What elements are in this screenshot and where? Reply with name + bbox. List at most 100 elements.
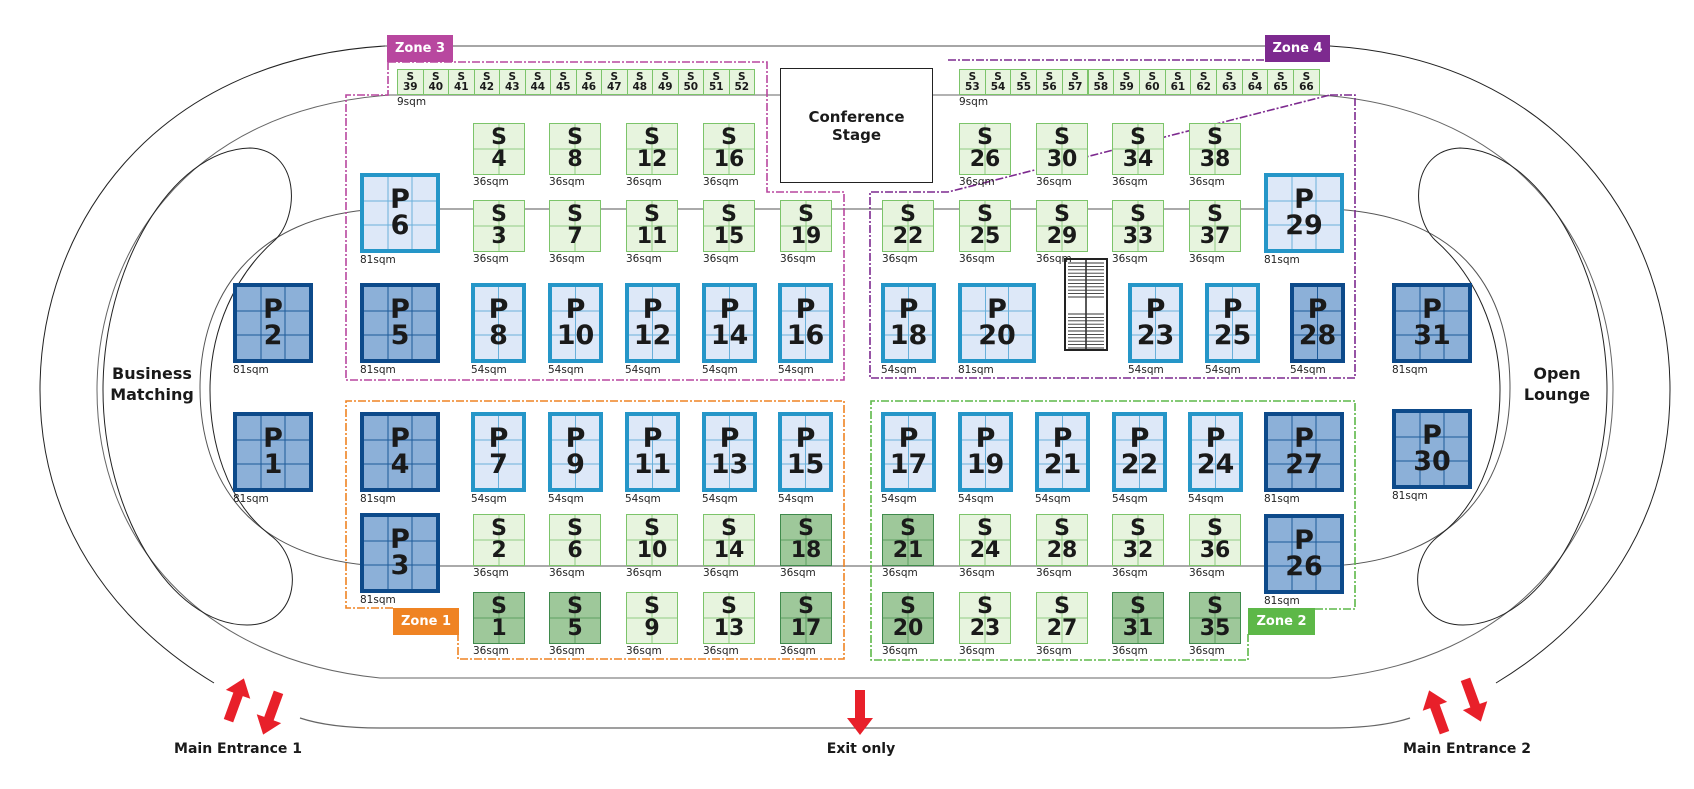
booth-number: 7: [489, 449, 508, 480]
booth-area: 36sqm: [1112, 253, 1148, 265]
conference-stage[interactable]: Conference Stage: [780, 68, 933, 183]
